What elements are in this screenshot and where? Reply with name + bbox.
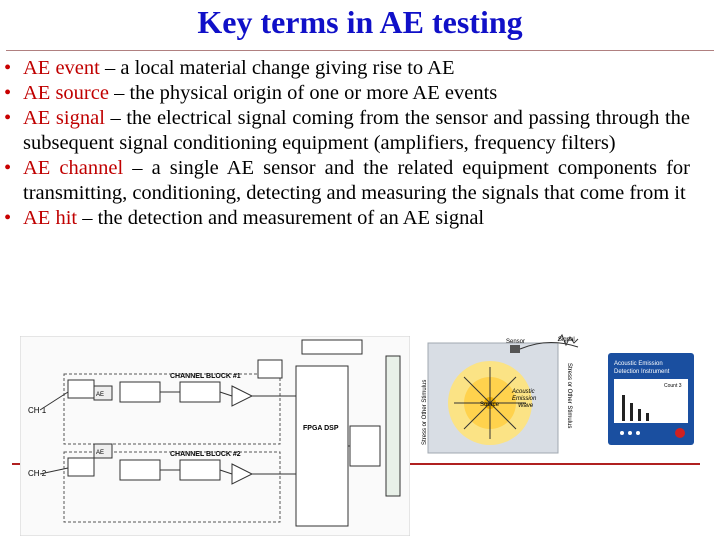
title-rule bbox=[6, 50, 714, 51]
sensor-label: Sensor bbox=[506, 339, 525, 345]
instrument-label-1: Acoustic Emission bbox=[614, 361, 663, 367]
bullet-text: – the physical origin of one or more AE … bbox=[108, 82, 498, 104]
bullet-dot: • bbox=[4, 82, 12, 104]
bullet-item: • AE hit – the detection and measurement … bbox=[4, 206, 690, 231]
bullet-item: • AE channel – a single AE sensor and the… bbox=[4, 156, 690, 206]
bullet-dot: • bbox=[4, 57, 12, 79]
stress-left-label: Stress or Other Stimulus bbox=[422, 380, 428, 445]
bullet-term: AE hit bbox=[23, 207, 78, 229]
block1-label: CHANNEL BLOCK #1 bbox=[170, 373, 241, 380]
bullet-term: AE event bbox=[23, 57, 100, 79]
ae-box-label: AE bbox=[96, 450, 104, 456]
source-label: Source bbox=[480, 402, 500, 408]
ch2-label: CH 2 bbox=[28, 469, 47, 478]
count-label: Count 3 bbox=[664, 383, 682, 389]
bullet-dot: • bbox=[4, 157, 12, 179]
block2-label: CHANNEL BLOCK #2 bbox=[170, 451, 241, 458]
bullet-dot: • bbox=[4, 107, 12, 129]
signal-label: Signal bbox=[558, 337, 575, 343]
bullet-item: • AE source – the physical origin of one … bbox=[4, 81, 690, 106]
slide-title: Key terms in AE testing bbox=[197, 4, 523, 40]
bullet-item: • AE event – a local material change givi… bbox=[4, 56, 690, 81]
ae-principle-illustration: Source Acoustic Emission Wave Stress or … bbox=[418, 333, 702, 457]
bullet-text: – the detection and measurement of an AE… bbox=[77, 207, 485, 229]
bullet-list: • AE event – a local material change givi… bbox=[4, 56, 690, 231]
bullet-term: AE signal bbox=[23, 107, 105, 129]
dsp-label: FPGA DSP bbox=[303, 425, 339, 432]
instrument-label-2: Detection Instrument bbox=[614, 369, 670, 375]
bullet-dot: • bbox=[4, 207, 12, 229]
wave-label-3: Wave bbox=[518, 403, 534, 409]
channel-block-diagram: CHANNEL BLOCK #1 CHANNEL BLOCK #2 CH 1 C… bbox=[20, 336, 410, 536]
bullet-text: – a single AE sensor and the related equ… bbox=[23, 157, 690, 204]
ch1-label: CH 1 bbox=[28, 406, 47, 415]
bullet-item: • AE signal – the electrical signal comin… bbox=[4, 106, 690, 156]
wave-label-2: Emission bbox=[512, 396, 537, 402]
bullet-term: AE source bbox=[23, 82, 109, 104]
bullet-term: AE channel bbox=[23, 157, 124, 179]
ae-box-label: AE bbox=[96, 392, 104, 398]
bullet-text: – a local material change giving rise to… bbox=[99, 57, 455, 79]
bullet-text: – the electrical signal coming from the … bbox=[23, 107, 691, 154]
wave-label-1: Acoustic bbox=[511, 389, 535, 395]
stress-right-label: Stress or Other Stimulus bbox=[566, 363, 572, 428]
power-icon bbox=[675, 428, 685, 438]
